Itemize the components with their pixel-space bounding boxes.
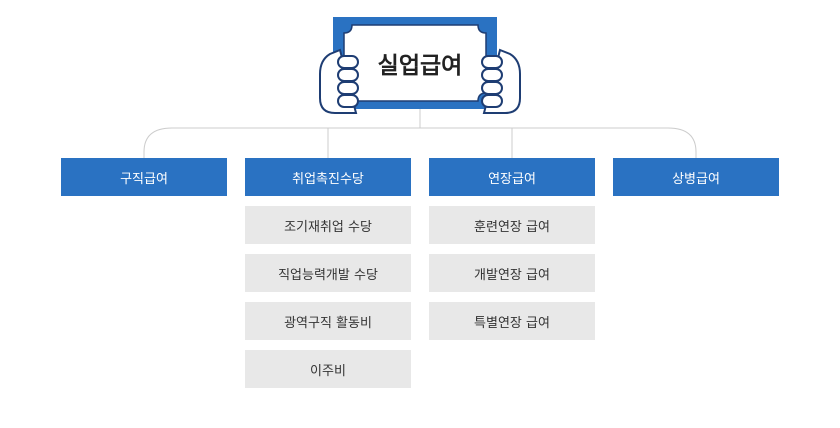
- category-box-2: [245, 158, 411, 196]
- category-box-3: [429, 158, 595, 196]
- category-label-2: 취업촉진수당: [292, 171, 364, 187]
- category-box-1: [61, 158, 227, 196]
- sub-box-2-4: [245, 350, 411, 388]
- sub-label-3-2: 개발연장 급여: [474, 267, 550, 283]
- sub-box-3-1: [429, 206, 595, 244]
- category-label-4: 상병급여: [672, 171, 720, 187]
- right-hand-icon: [481, 48, 521, 114]
- sub-box-3-3: [429, 302, 595, 340]
- left-hand-icon: [319, 48, 359, 114]
- sub-label-2-1: 조기재취업 수당: [284, 219, 372, 235]
- connector-tree: [143, 127, 697, 158]
- sub-box-2-1: [245, 206, 411, 244]
- sub-label-2-3: 광역구직 활동비: [284, 315, 372, 331]
- diagram-title: 실업급여: [377, 53, 463, 79]
- sub-box-3-2: [429, 254, 595, 292]
- sign-board-icon: [333, 17, 497, 109]
- sub-label-2-4: 이주비: [310, 363, 346, 379]
- sub-box-2-2: [245, 254, 411, 292]
- sub-label-2-2: 직업능력개발 수당: [278, 267, 378, 283]
- sub-label-3-3: 특별연장 급여: [474, 315, 550, 331]
- category-label-3: 연장급여: [488, 171, 536, 187]
- sub-label-3-1: 훈련연장 급여: [474, 219, 550, 235]
- sub-box-2-3: [245, 302, 411, 340]
- category-label-1: 구직급여: [120, 171, 168, 187]
- category-box-4: [613, 158, 779, 196]
